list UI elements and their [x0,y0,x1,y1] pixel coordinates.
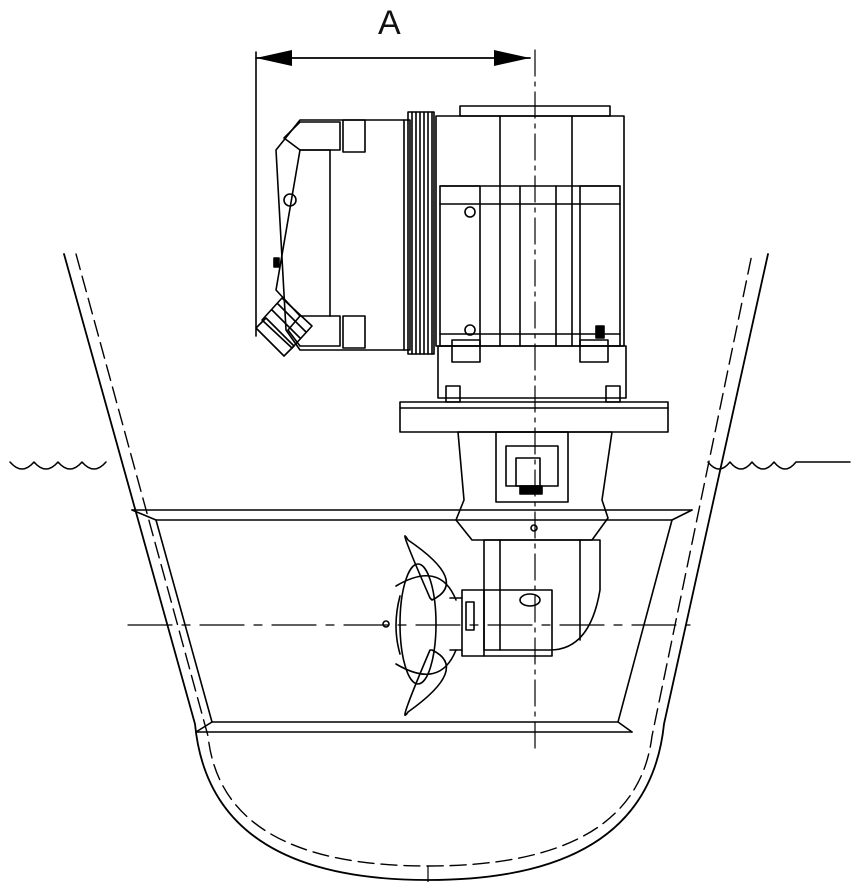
ribbed-flange [407,111,435,355]
tunnel [131,509,693,733]
propeller [382,535,553,717]
control-box [255,119,411,357]
dimension-a [255,50,531,337]
cable-gland [255,297,313,357]
mounting-flange [399,385,669,433]
electric-motor [435,105,627,399]
waterline-right [707,461,851,470]
dimension-label-a: A [378,4,401,42]
drive-leg [455,431,613,651]
waterline-left [9,461,107,470]
